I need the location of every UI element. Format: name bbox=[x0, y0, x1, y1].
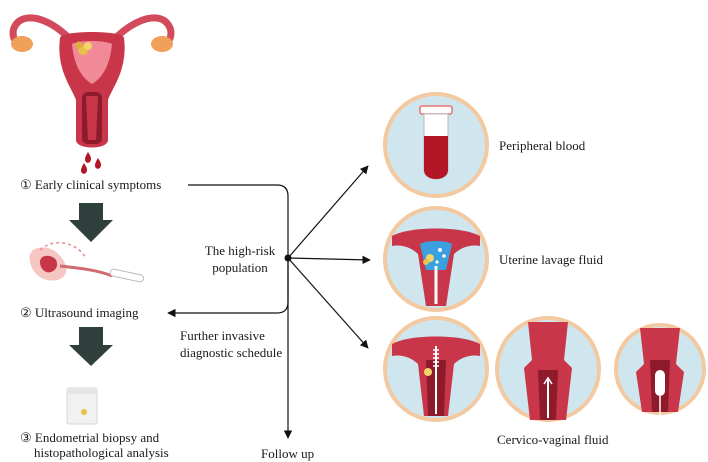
ultrasound-icon bbox=[29, 241, 145, 283]
connector-line bbox=[287, 255, 371, 265]
cervical-brush-icon bbox=[383, 316, 489, 422]
step3-label-line2: histopathological analysis bbox=[34, 445, 169, 460]
further-label-line1: Further invasive bbox=[180, 328, 265, 343]
blood-tube-icon bbox=[383, 92, 489, 198]
connector-line bbox=[287, 165, 369, 259]
connector-line bbox=[287, 257, 369, 349]
lavage-label: Uterine lavage fluid bbox=[499, 252, 603, 267]
tampon-icon bbox=[614, 323, 706, 416]
down-arrow-icon bbox=[69, 203, 113, 242]
center-label-line2: population bbox=[212, 260, 268, 275]
blood-label: Peripheral blood bbox=[499, 138, 586, 153]
cervico-label: Cervico-vaginal fluid bbox=[497, 432, 609, 447]
further-label-line2: diagnostic schedule bbox=[180, 345, 283, 360]
uterine-lavage-icon bbox=[383, 206, 489, 312]
down-arrow-icon bbox=[69, 327, 113, 366]
step2-label: ② Ultrasound imaging bbox=[20, 305, 139, 320]
center-label-line1: The high-risk bbox=[204, 243, 276, 258]
connector-line bbox=[188, 184, 289, 258]
connector-line bbox=[167, 258, 289, 318]
follow-up-label: Follow up bbox=[261, 446, 315, 461]
biopsy-container-icon bbox=[66, 387, 98, 425]
uterus-icon bbox=[9, 14, 175, 174]
junction-dot bbox=[284, 254, 292, 262]
step3-label-line1: ③ Endometrial biopsy and bbox=[20, 430, 160, 445]
step1-label: ① Early clinical symptoms bbox=[20, 177, 162, 192]
cervical-swab-icon bbox=[495, 316, 601, 422]
